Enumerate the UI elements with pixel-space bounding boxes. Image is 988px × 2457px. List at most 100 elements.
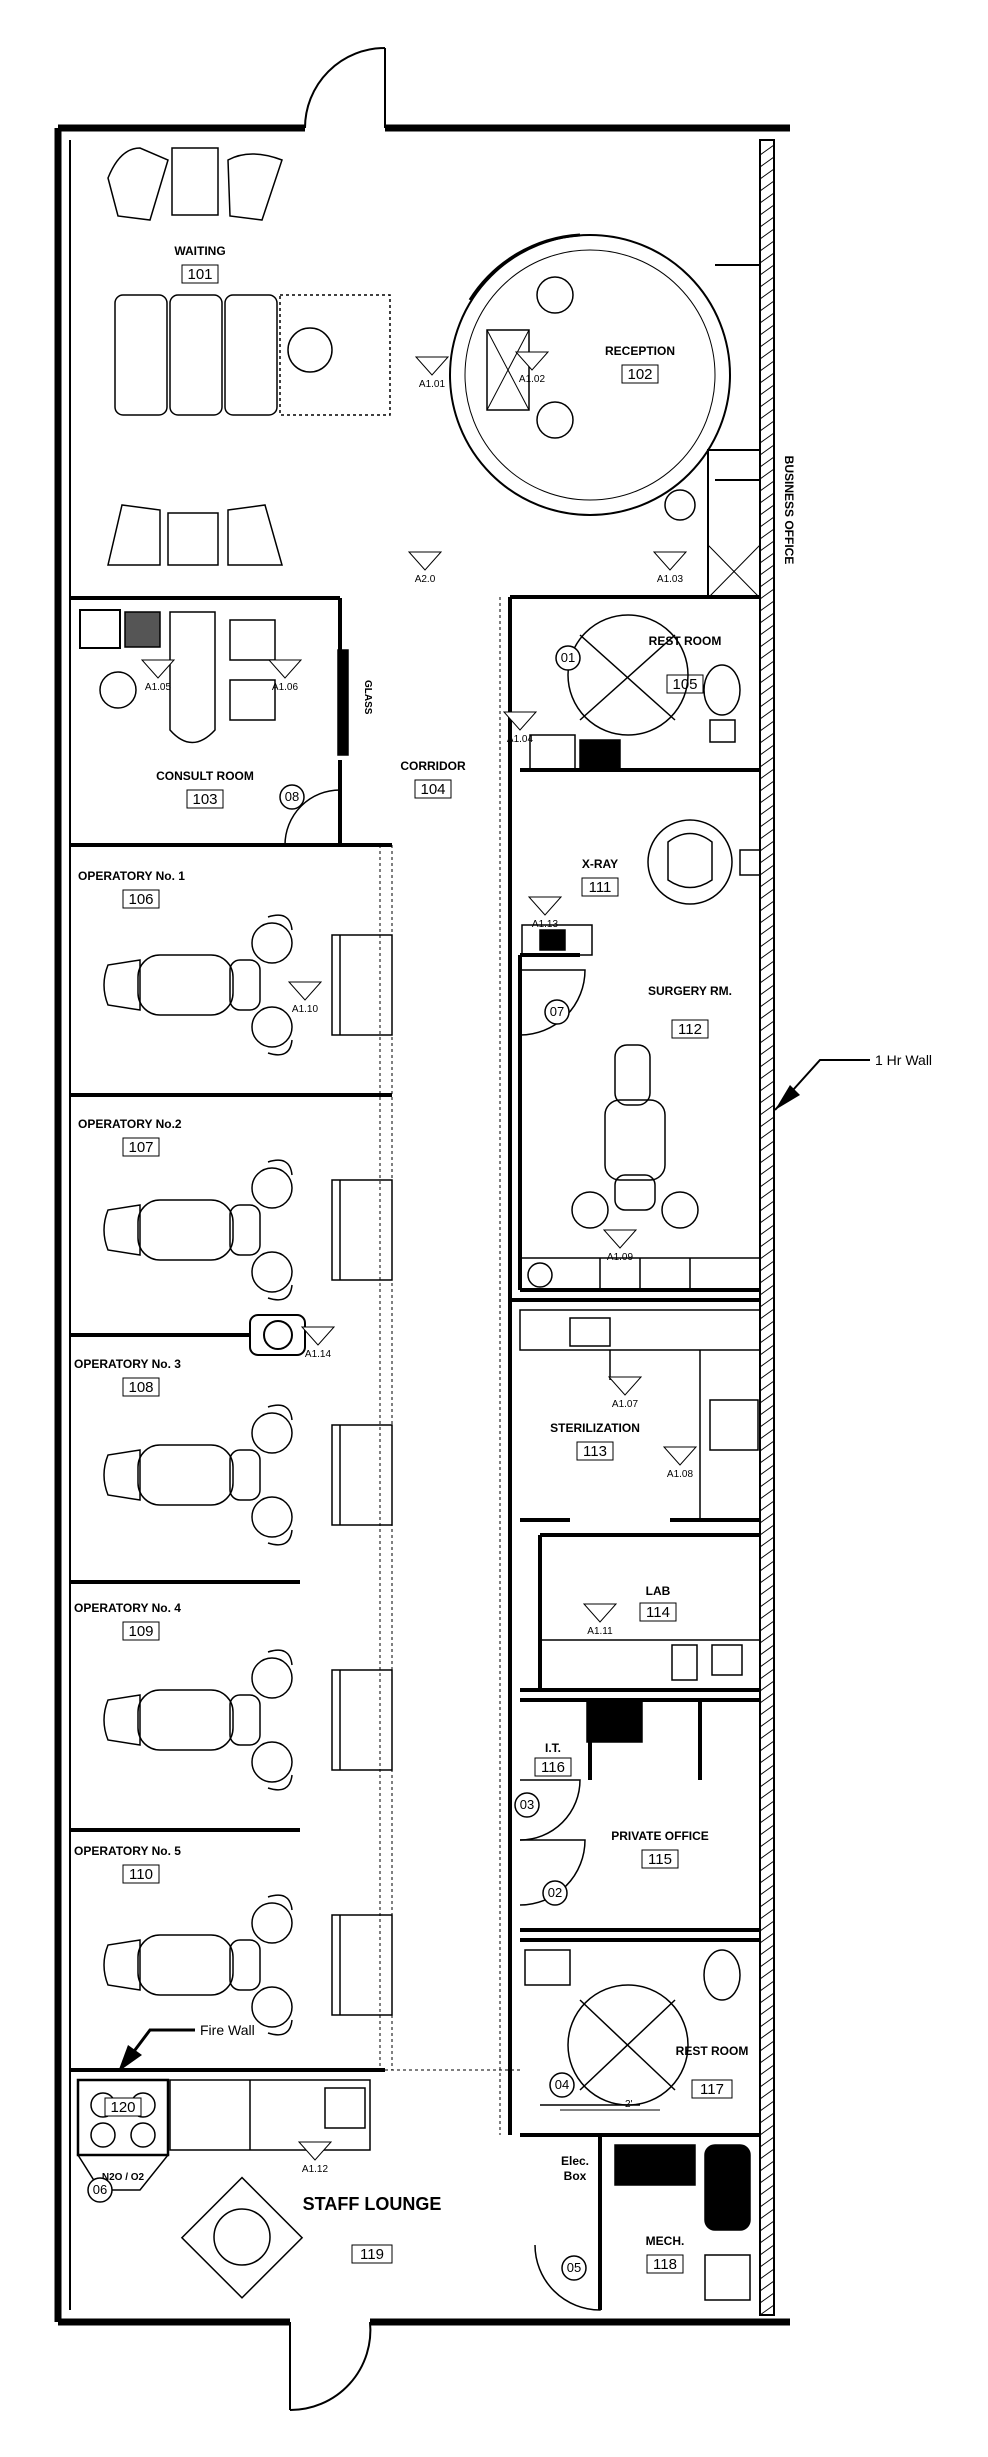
section-tag-label: A1.12 <box>302 2164 329 2175</box>
room-label-rest-room-117: REST ROOM <box>676 2044 749 2058</box>
room-number-114: 114 <box>646 1604 670 1621</box>
section-tag: A1.08 <box>662 1446 698 1480</box>
section-tag: A1.12 <box>297 2141 333 2175</box>
door-tag: 08 <box>279 784 305 810</box>
surgery-chair <box>518 969 760 1290</box>
section-tag: A1.04 <box>502 711 538 745</box>
room-label-business-office: BUSINESS OFFICE <box>782 456 796 565</box>
room-label-operatory-1: OPERATORY No. 1 <box>78 869 185 883</box>
operatory-chair <box>103 1894 393 2036</box>
xray-equipment <box>521 819 761 956</box>
section-tag-label: A1.03 <box>657 574 684 585</box>
section-tag: A1.01 <box>414 356 450 390</box>
section-tag-label: A1.08 <box>667 1469 694 1480</box>
room-label-staff-lounge: STAFF LOUNGE <box>303 2194 442 2214</box>
room-number-115: 115 <box>648 1851 672 1868</box>
door-tag-label: 05 <box>567 2260 581 2275</box>
room-number-108: 108 <box>128 1379 153 1396</box>
room-number-119: 119 <box>360 2246 384 2263</box>
room-label-waiting: WAITING <box>174 244 225 258</box>
waiting-chairs <box>107 147 391 566</box>
reception-desk <box>449 233 760 516</box>
room-number-112: 112 <box>678 1021 702 1038</box>
private-office <box>519 1701 643 1906</box>
operatory-chair <box>103 914 393 1056</box>
xray-stand <box>249 1314 306 1356</box>
section-tag: A1.10 <box>287 981 323 1015</box>
section-tag: A1.02 <box>514 351 550 385</box>
room-number-102: 102 <box>627 366 652 383</box>
interior-walls <box>70 595 760 2310</box>
door-tag: 02 <box>542 1880 568 1906</box>
door-tag: 06 <box>87 2177 113 2203</box>
section-tag: A1.03 <box>652 551 688 585</box>
section-tag-label: A2.0 <box>415 574 436 585</box>
door-tag-label: 02 <box>548 1885 562 1900</box>
room-number-104: 104 <box>420 781 445 798</box>
corridor-thin-lines <box>379 597 520 2135</box>
section-tag-label: A1.10 <box>292 1004 319 1015</box>
room-label-operatory-5: OPERATORY No. 5 <box>74 1844 181 1858</box>
room-number-107: 107 <box>128 1139 153 1156</box>
room-label-corridor: CORRIDOR <box>400 759 466 773</box>
exterior-walls <box>54 124 790 2326</box>
door-tag-label: 06 <box>93 2182 107 2197</box>
section-tag-label: A1.13 <box>532 919 559 930</box>
annotations: 1 Hr Wall Fire Wall GLASS Elec. Box 2' <box>118 680 932 2183</box>
one-hour-wall-hatch <box>759 144 775 2316</box>
door-tag-label: 04 <box>555 2077 569 2092</box>
section-tag: A2.0 <box>407 551 443 585</box>
door-tags: 01 02 03 04 05 06 07 08 <box>87 645 587 2281</box>
door-tag: 03 <box>514 1792 540 1818</box>
sterilization-counters <box>519 1309 761 1520</box>
consult-room-furniture <box>79 609 349 846</box>
room-number-116: 116 <box>541 1759 565 1776</box>
section-tag-label: A1.01 <box>419 379 446 390</box>
elec-box-label: Elec. <box>561 2154 589 2168</box>
section-tag: A1.09 <box>602 1229 638 1263</box>
section-tag: A1.07 <box>607 1376 643 1410</box>
room-number-103: 103 <box>192 791 217 808</box>
room-label-operatory-4: OPERATORY No. 4 <box>74 1601 181 1615</box>
section-tag-label: A1.04 <box>507 734 534 745</box>
room-number-113: 113 <box>583 1443 607 1460</box>
room-label-operatory-3: OPERATORY No. 3 <box>74 1357 181 1371</box>
operatory-chair <box>103 1404 393 1546</box>
section-tag-label: A1.14 <box>305 1349 332 1360</box>
room-label-it: I.T. <box>545 1741 561 1755</box>
dimension-label: 2' <box>625 2099 633 2110</box>
room-number-106: 106 <box>128 891 153 908</box>
section-tag-label: A1.05 <box>145 682 172 693</box>
room-number-111: 111 <box>589 879 612 896</box>
business-office <box>664 449 761 599</box>
door-tag: 01 <box>555 645 581 671</box>
room-label-operatory-2: OPERATORY No.2 <box>78 1117 182 1131</box>
room-number-109: 109 <box>128 1623 153 1640</box>
door-tag-label: 07 <box>550 1004 564 1019</box>
glass-label: GLASS <box>362 680 373 715</box>
section-tag-label: A1.07 <box>612 1399 639 1410</box>
section-tag-label: A1.09 <box>607 1252 634 1263</box>
door-tag-label: 01 <box>561 650 575 665</box>
section-tag: A1.14 <box>300 1326 336 1360</box>
room-label-n2o: N2O / O2 <box>102 2172 145 2183</box>
room-number-118: 118 <box>653 2256 677 2273</box>
room-number-101: 101 <box>187 266 212 283</box>
section-tag-label: A1.06 <box>272 682 299 693</box>
door-tag-label: 08 <box>285 789 299 804</box>
operatory-chair <box>103 1159 393 1301</box>
operatory-chair <box>103 1649 393 1791</box>
door-tag: 05 <box>561 2255 587 2281</box>
lab-counter <box>540 1639 760 1681</box>
door-tag: 07 <box>544 999 570 1025</box>
room-label-sterilization: STERILIZATION <box>550 1421 640 1435</box>
room-number-117: 117 <box>700 2081 724 2098</box>
mech-room <box>534 2144 751 2311</box>
section-tag: A1.05 <box>140 659 176 693</box>
room-label-consult-room: CONSULT ROOM <box>156 769 254 783</box>
room-label-rest-room-105: REST ROOM <box>649 634 722 648</box>
section-tag: A1.06 <box>267 659 303 693</box>
section-tag: A1.13 <box>527 896 563 930</box>
rear-exit-door <box>289 2321 372 2412</box>
